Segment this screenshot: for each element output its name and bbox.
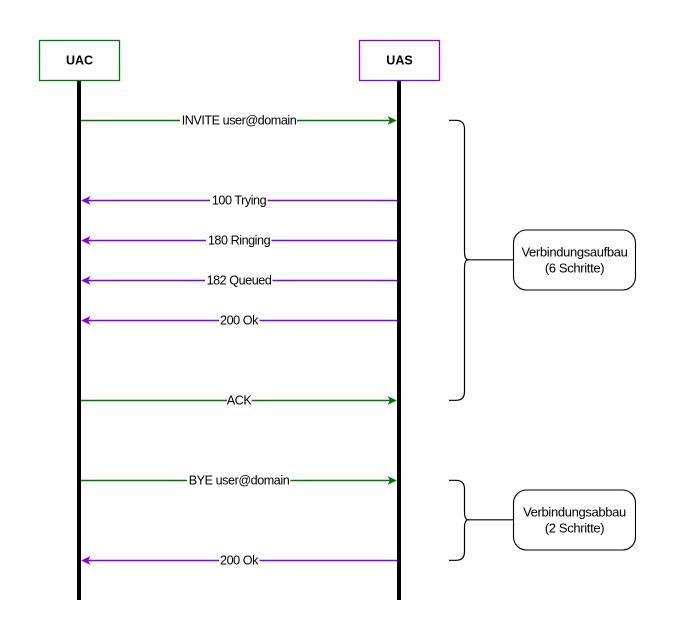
svg-text:(2 Schritte): (2 Schritte) (545, 520, 604, 535)
svg-text:180 Ringing: 180 Ringing (208, 234, 271, 248)
svg-text:UAC: UAC (66, 54, 93, 68)
svg-text:UAS: UAS (386, 54, 412, 68)
svg-text:Verbindungsabbau: Verbindungsabbau (523, 505, 626, 520)
svg-text:200 Ok: 200 Ok (220, 554, 259, 568)
svg-text:(6 Schritte): (6 Schritte) (545, 260, 604, 275)
svg-text:ACK: ACK (227, 394, 253, 408)
svg-text:INVITE user@domain: INVITE user@domain (182, 114, 297, 128)
svg-text:BYE user@domain: BYE user@domain (189, 474, 290, 488)
svg-text:200 Ok: 200 Ok (220, 314, 259, 328)
svg-text:100 Trying: 100 Trying (212, 194, 267, 208)
svg-text:Verbindungsaufbau: Verbindungsaufbau (521, 245, 627, 260)
svg-text:182 Queued: 182 Queued (207, 274, 272, 288)
